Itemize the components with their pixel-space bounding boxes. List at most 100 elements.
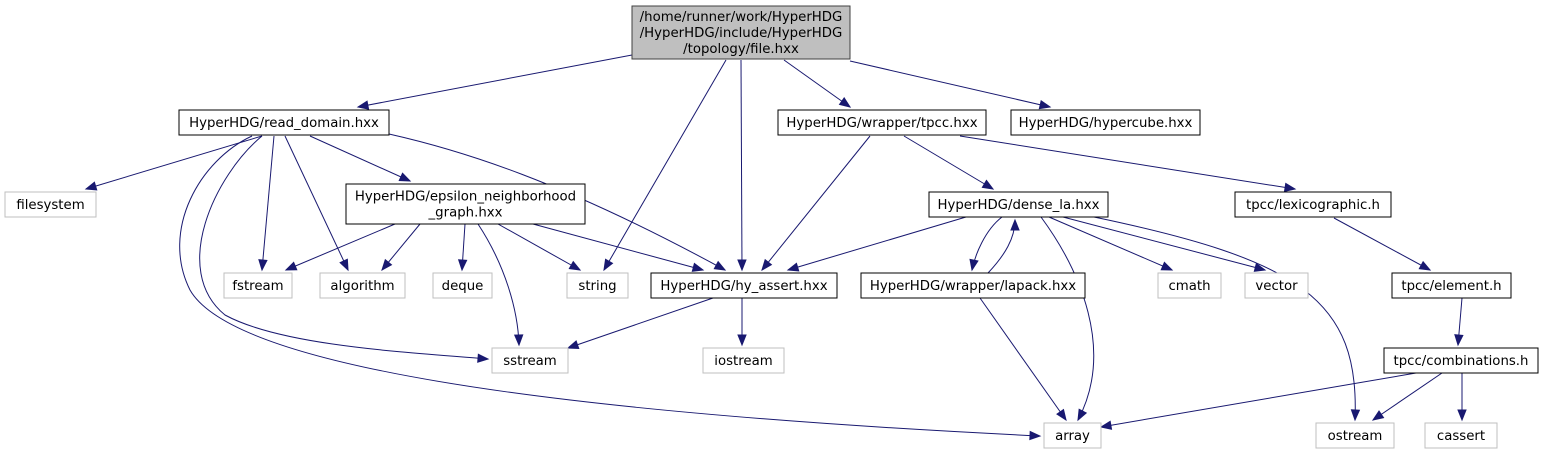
arrowhead-icon — [398, 172, 412, 182]
node-vector: vector — [1244, 272, 1309, 299]
edge-line — [85, 135, 263, 190]
edge-tpcc_wrapper-to-hy_assert — [761, 135, 871, 272]
edge-line — [987, 219, 1016, 274]
node-label: ostream — [1328, 429, 1383, 444]
edge-read_domain-to-algorithm — [284, 135, 349, 272]
node-cassert: cassert — [1424, 422, 1498, 449]
node-label: tpcc/combinations.h — [1394, 354, 1529, 369]
edge-line — [959, 135, 1296, 190]
node-box — [1157, 272, 1222, 299]
arrowhead-icon — [1099, 420, 1113, 430]
node-hy_assert[interactable]: HyperHDG/hy_assert.hxx — [650, 272, 838, 299]
node-element[interactable]: tpcc/element.h — [1391, 272, 1512, 299]
edge-line — [285, 223, 396, 271]
node-label: /HyperHDG/include/HyperHDG — [640, 26, 843, 41]
node-label: array — [1055, 429, 1090, 444]
arrowhead-icon — [786, 262, 800, 272]
edge-root-to-read_domain — [356, 54, 633, 110]
arrowhead-icon — [737, 259, 747, 272]
node-deque: deque — [432, 272, 493, 299]
edge-epsilon-to-algorithm — [381, 223, 421, 272]
arrowhead-icon — [1283, 182, 1297, 193]
edge-dense_la-to-cmath — [1048, 216, 1174, 271]
node-box — [319, 272, 406, 299]
node-label: cassert — [1437, 429, 1485, 444]
edge-lexicographic-to-element — [1333, 217, 1432, 271]
node-box — [1391, 272, 1512, 299]
node-lapack[interactable]: HyperHDG/wrapper/lapack.hxx — [860, 272, 1086, 299]
arrowhead-icon — [1454, 334, 1464, 347]
arrowhead-icon — [566, 340, 580, 350]
node-box — [566, 272, 629, 299]
edge-line — [1040, 216, 1095, 421]
node-box — [223, 272, 293, 299]
edge-epsilon-to-fstream — [284, 223, 396, 271]
node-hypercube[interactable]: HyperHDG/hypercube.hxx — [1010, 109, 1201, 136]
edge-lapack-to-array — [979, 297, 1067, 422]
arrowhead-icon — [1418, 260, 1432, 271]
node-cmath: cmath — [1157, 272, 1222, 299]
edge-lapack-to-dense_la — [987, 218, 1020, 274]
node-lexicographic[interactable]: tpcc/lexicographic.h — [1234, 191, 1392, 218]
edge-tpcc_wrapper-to-dense_la — [903, 135, 995, 190]
arrowhead-icon — [339, 258, 349, 272]
arrowhead-icon — [258, 259, 268, 272]
node-label: iostream — [714, 354, 772, 369]
node-epsilon[interactable]: HyperHDG/epsilon_neighborhood_graph.hxx — [345, 183, 586, 225]
edge-line — [1100, 372, 1417, 428]
edge-dense_la-to-hy_assert — [786, 216, 967, 272]
node-iostream: iostream — [702, 347, 785, 374]
edge-line — [1062, 216, 1266, 271]
arrowhead-icon — [737, 334, 747, 347]
arrowhead-icon — [1160, 261, 1174, 271]
edge-read_domain-to-fstream — [258, 135, 275, 272]
edge-line — [603, 59, 727, 271]
edge-epsilon-to-deque — [457, 223, 468, 272]
edge-line — [309, 135, 411, 182]
node-array: array — [1043, 422, 1102, 449]
node-dense_la[interactable]: HyperHDG/dense_la.hxx — [928, 191, 1109, 218]
edge-line — [979, 297, 1067, 421]
arrowhead-icon — [1350, 409, 1361, 422]
edge-dense_la-to-lapack — [969, 216, 1003, 272]
edge-line — [783, 59, 851, 108]
edge-line — [567, 297, 714, 349]
node-box — [1043, 422, 1102, 449]
edge-line — [903, 135, 994, 190]
node-combinations[interactable]: tpcc/combinations.h — [1383, 347, 1539, 374]
node-box — [777, 109, 987, 136]
node-box — [1424, 422, 1498, 449]
arrowhead-icon — [1077, 408, 1088, 422]
arrowhead-icon — [1056, 408, 1067, 422]
node-box — [491, 347, 569, 374]
edge-combinations-to-ostream — [1371, 372, 1443, 421]
edge-line — [199, 135, 489, 360]
arrowhead-icon — [603, 258, 614, 272]
node-label: deque — [442, 279, 484, 294]
node-label: HyperHDG/epsilon_neighborhood — [355, 190, 576, 205]
node-box — [860, 272, 1086, 299]
node-tpcc_wrapper[interactable]: HyperHDG/wrapper/tpcc.hxx — [777, 109, 987, 136]
edge-epsilon-to-string — [497, 223, 582, 271]
node-sstream: sstream — [491, 347, 569, 374]
arrowhead-icon — [981, 179, 995, 190]
node-label: sstream — [503, 354, 557, 369]
arrowhead-icon — [1029, 430, 1042, 441]
node-read_domain[interactable]: HyperHDG/read_domain.hxx — [178, 109, 390, 136]
arrowhead-icon — [457, 259, 468, 272]
arrowhead-icon — [1038, 100, 1052, 110]
node-label: filesystem — [16, 198, 84, 213]
edge-line — [497, 223, 581, 271]
node-box — [432, 272, 493, 299]
node-box — [178, 109, 390, 136]
edge-read_domain-to-filesystem — [84, 135, 263, 191]
edge-root-to-hy_assert — [737, 59, 747, 272]
arrowhead-icon — [1253, 262, 1267, 272]
node-ostream: ostream — [1315, 422, 1395, 449]
arrowhead-icon — [84, 181, 98, 191]
node-label: HyperHDG/wrapper/lapack.hxx — [870, 279, 1076, 294]
arrowhead-icon — [477, 353, 490, 363]
node-label: HyperHDG/hy_assert.hxx — [660, 279, 827, 294]
edge-line — [1372, 372, 1443, 421]
